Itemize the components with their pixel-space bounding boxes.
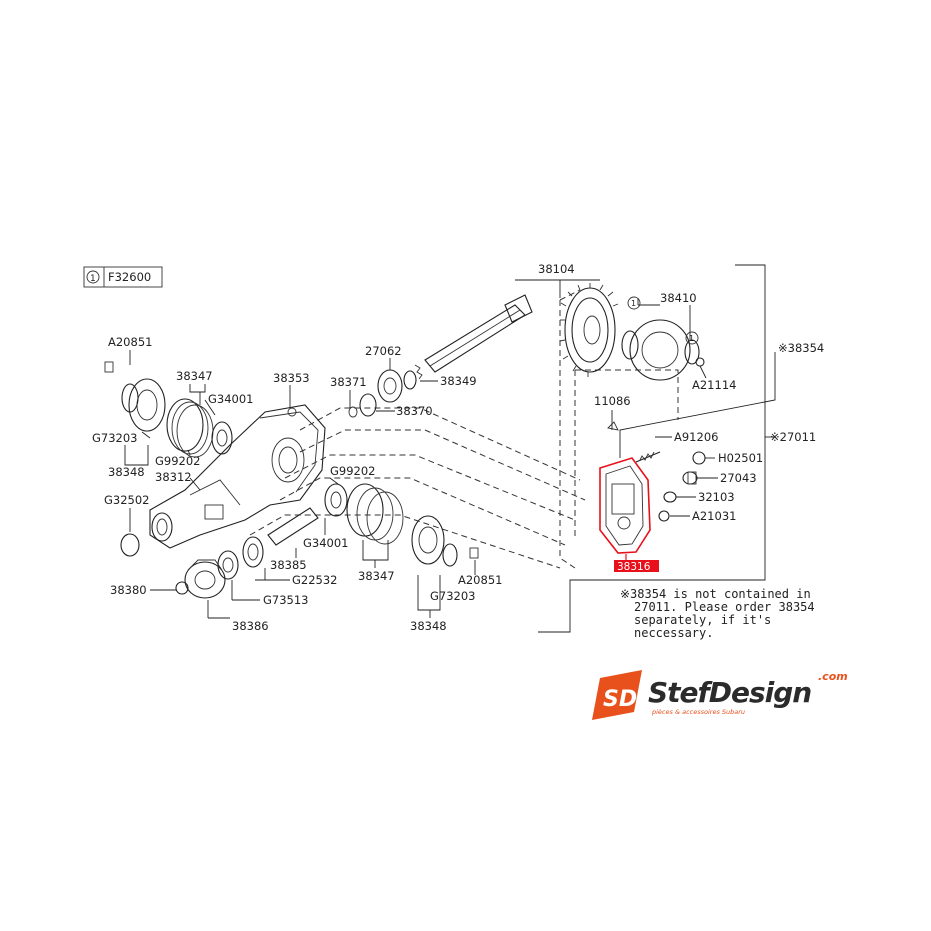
assembly-dashed-lines (249, 289, 679, 569)
label-G34001-right: G34001 (303, 536, 349, 550)
logo-initials: SD (603, 687, 637, 712)
note-line-3: separately, if it's (634, 613, 771, 627)
label-G73513: G73513 (263, 593, 309, 607)
label-38354: ※38354 (778, 341, 824, 355)
label-38410: 38410 (660, 291, 697, 305)
label-27062: 27062 (365, 344, 402, 358)
label-38104: 38104 (538, 262, 575, 276)
label-A21031: A21031 (692, 509, 736, 523)
label-38347-top: 38347 (176, 369, 213, 383)
label-32103: 32103 (698, 490, 735, 504)
pinion-bearings (348, 369, 417, 418)
label-G32502: G32502 (104, 493, 150, 507)
label-38380: 38380 (110, 583, 147, 597)
right-brackets (515, 264, 776, 633)
label-G99202-left: G99202 (155, 454, 201, 468)
label-38353: 38353 (273, 371, 310, 385)
ring-gear-assembly (414, 283, 619, 380)
label-A20851-bottom: A20851 (458, 573, 502, 587)
label-G73203-bottom: G73203 (430, 589, 476, 603)
svg-text:1: 1 (689, 334, 694, 343)
label-38385: 38385 (270, 558, 307, 572)
label-A21114: A21114 (692, 378, 736, 392)
label-27043: 27043 (720, 471, 757, 485)
label-38347-bottom: 38347 (358, 569, 395, 583)
brand-tld: .com (818, 670, 848, 683)
part-labels: 38104 38410 ※38354 A21114 ※27011 11086 A… (92, 262, 824, 633)
legend: 1 F32600 (83, 266, 163, 288)
brand-tagline: pièces & accessoires Subaru (651, 708, 745, 716)
note-line-1: ※38354 is not contained in (620, 587, 811, 601)
note-line-4: neccessary. (634, 626, 713, 640)
diff-housing (149, 404, 326, 549)
brand-logo: SD StefDesign .com pièces & accessoires … (592, 670, 848, 720)
right-side-parts (324, 483, 479, 567)
label-A91206: A91206 (674, 430, 718, 444)
label-38348-left: 38348 (108, 465, 145, 479)
rear-cover-38316 (599, 457, 651, 562)
legend-symbol: 1 (90, 274, 96, 284)
label-11086: 11086 (594, 394, 631, 408)
label-38371: 38371 (330, 375, 367, 389)
left-side-parts (104, 361, 233, 557)
supersession-note: ※38354 is not contained in 27011. Please… (620, 587, 815, 640)
note-line-2: 27011. Please order 38354 (634, 600, 815, 614)
label-G22532: G22532 (292, 573, 338, 587)
brand-name: StefDesign (648, 676, 811, 709)
label-A20851-top: A20851 (108, 335, 152, 349)
label-38348-bottom: 38348 (410, 619, 447, 633)
lower-left-parts (175, 507, 319, 599)
label-27011: ※27011 (770, 430, 816, 444)
leader-lines (124, 350, 718, 619)
label-G73203-left: G73203 (92, 431, 138, 445)
label-38349: 38349 (440, 374, 477, 388)
label-38386: 38386 (232, 619, 269, 633)
differential-case: 1 1 (621, 296, 705, 381)
label-38312: 38312 (155, 470, 192, 484)
label-38370: 38370 (396, 404, 433, 418)
highlight-38316-box (614, 560, 659, 572)
logo-badge (592, 670, 642, 720)
label-38316: 38316 (617, 561, 651, 573)
label-G99202-right: G99202 (330, 464, 376, 478)
label-G34001-top: G34001 (208, 392, 254, 406)
legend-code: F32600 (108, 270, 151, 284)
svg-text:1: 1 (631, 299, 636, 308)
label-H02501: H02501 (718, 451, 763, 465)
